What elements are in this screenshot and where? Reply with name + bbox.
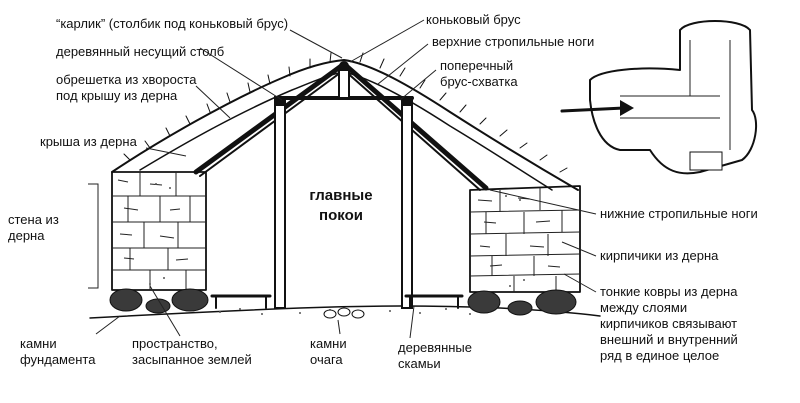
label-main-hall: главные покои bbox=[309, 187, 373, 224]
hearth bbox=[323, 307, 365, 319]
label-lathing: обрешетка из хвороста под крышу из дерна bbox=[56, 72, 197, 103]
foundation-stones bbox=[109, 288, 577, 316]
benches bbox=[210, 294, 464, 309]
label-crossbeam: поперечный брус-схватка bbox=[440, 58, 518, 89]
label-ridge: коньковый брус bbox=[426, 12, 521, 27]
label-space: пространство, засыпанное землей bbox=[132, 336, 252, 367]
label-post: деревянный несущий столб bbox=[56, 44, 225, 59]
label-bricks: кирпичики из дерна bbox=[600, 248, 719, 263]
label-foundation: камни фундамента bbox=[20, 336, 96, 367]
leader-lines bbox=[88, 19, 597, 339]
right-turf-wall bbox=[469, 185, 581, 293]
arrow-right-icon bbox=[560, 106, 626, 113]
label-hearth: камни очага bbox=[310, 336, 347, 367]
label-thin-mats: тонкие ковры из дерна между слоями кирпи… bbox=[600, 284, 738, 363]
karlik-post bbox=[338, 69, 350, 99]
rafters bbox=[193, 61, 489, 191]
left-turf-wall bbox=[111, 171, 207, 291]
label-benches: деревянные скамьи bbox=[398, 340, 473, 371]
label-lower-rafters: нижние стропильные ноги bbox=[600, 206, 758, 221]
label-karlik: “карлик” (столбик под коньковый брус) bbox=[56, 16, 289, 31]
label-upper-rafters: верхние стропильные ноги bbox=[432, 34, 595, 49]
label-wall: стена из дерна bbox=[8, 212, 59, 243]
main-posts bbox=[274, 96, 413, 309]
label-roof: крыша из дерна bbox=[40, 134, 137, 149]
floor-plan-inset bbox=[560, 20, 758, 175]
